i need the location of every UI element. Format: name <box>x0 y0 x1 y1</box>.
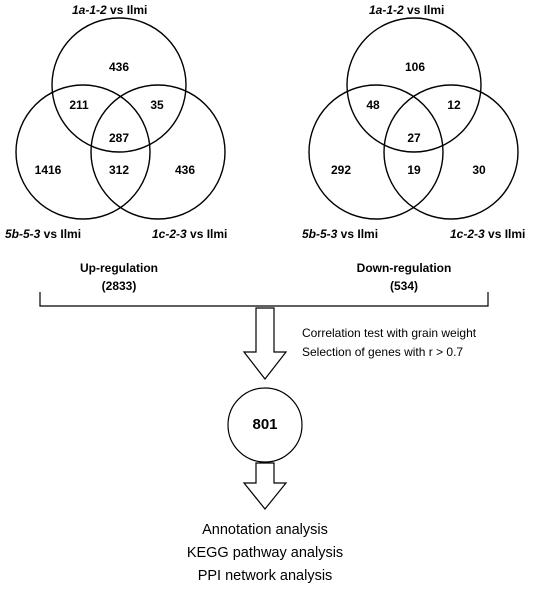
venn-up-count-left-only: 1416 <box>35 163 62 177</box>
venn-down-circle-left <box>308 84 444 220</box>
venn-up-count-all: 287 <box>109 131 129 145</box>
filter-note-selection: Selection of genes with r > 0.7 <box>302 345 463 359</box>
venn-up-count-top-left: 211 <box>69 98 89 112</box>
venn-down-circle-right <box>383 84 519 220</box>
filter-note-correlation: Correlation test with grain weight <box>302 326 477 340</box>
venn-down-label-left: 5b-5-3 vs Ilmi <box>302 227 378 241</box>
venn-up-label-left: 5b-5-3 vs Ilmi <box>5 227 81 241</box>
venn-up-circle-top <box>51 17 187 153</box>
venn-down-count-right-only: 30 <box>472 163 486 177</box>
analysis-ppi: PPI network analysis <box>198 568 333 584</box>
venn-up-label-right: 1c-2-3 vs Ilmi <box>152 227 227 241</box>
venn-down-label-right: 1c-2-3 vs Ilmi <box>450 227 525 241</box>
venn-down-count-top-only: 106 <box>405 60 425 74</box>
venn-up-label-top: 1a-1-2 vs Ilmi <box>72 3 147 17</box>
analysis-annotation: Annotation analysis <box>202 522 328 538</box>
venn-up: 1a-1-2 vs Ilmi 5b-5-3 vs Ilmi 1c-2-3 vs … <box>5 3 227 241</box>
down-arrow-2 <box>242 462 288 510</box>
venn-down: 1a-1-2 vs Ilmi 5b-5-3 vs Ilmi 1c-2-3 vs … <box>302 3 525 241</box>
venn-down-count-left-right: 19 <box>407 163 421 177</box>
down-regulation-caption: Down-regulation <box>357 261 452 275</box>
venn-up-count-left-right: 312 <box>109 163 129 177</box>
venn-down-circle-top <box>346 17 482 153</box>
venn-down-label-top: 1a-1-2 vs Ilmi <box>369 3 444 17</box>
merge-bracket <box>39 292 489 307</box>
up-regulation-total: (2833) <box>102 279 137 293</box>
venn-down-count-top-right: 12 <box>447 98 461 112</box>
venn-up-count-right-only: 436 <box>175 163 195 177</box>
venn-down-count-top-left: 48 <box>366 98 380 112</box>
venn-up-count-top-only: 436 <box>109 60 129 74</box>
selected-genes-count: 801 <box>252 416 277 433</box>
analysis-kegg: KEGG pathway analysis <box>187 545 343 561</box>
down-regulation-total: (534) <box>390 279 418 293</box>
venn-down-count-left-only: 292 <box>331 163 351 177</box>
selected-genes-circle <box>227 387 303 463</box>
up-regulation-caption: Up-regulation <box>80 261 158 275</box>
venn-down-count-all: 27 <box>407 131 421 145</box>
venn-up-count-top-right: 35 <box>150 98 164 112</box>
venn-up-circle-right <box>90 84 226 220</box>
down-arrow-1 <box>242 307 288 380</box>
venn-up-circle-left <box>15 84 151 220</box>
